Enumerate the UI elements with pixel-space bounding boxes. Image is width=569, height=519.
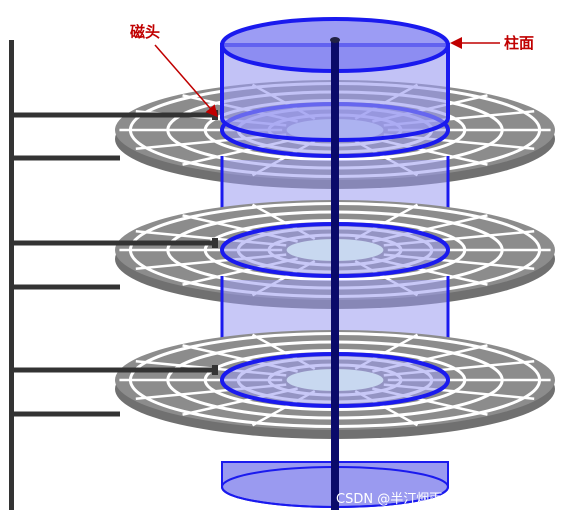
- head-label-group: 磁头: [130, 23, 218, 118]
- read-write-head: [212, 365, 218, 375]
- actuator-post: [9, 40, 14, 510]
- lower-head-arm: [12, 155, 120, 161]
- spindle: [330, 37, 340, 510]
- head-pointer-arrow: [154, 44, 218, 118]
- upper-head-arm: [12, 367, 217, 373]
- lower-head-arm: [12, 284, 120, 290]
- watermark: CSDN @半汀烟雨·碎菁寒: [336, 491, 485, 507]
- cylinder-label-group: 柱面: [450, 34, 534, 52]
- platter: [12, 330, 555, 439]
- lower-head-arm: [12, 411, 120, 417]
- head-label: 磁头: [130, 23, 160, 41]
- upper-head-arm: [12, 112, 217, 118]
- cylinder-label: 柱面: [504, 34, 534, 52]
- upper-head-arm: [12, 240, 217, 246]
- read-write-head: [212, 238, 218, 248]
